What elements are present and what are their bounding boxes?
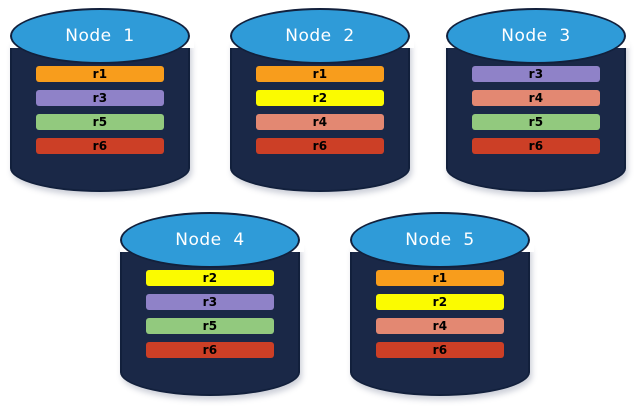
replica-label: r5 (92, 115, 108, 129)
node-lid-ellipse (350, 212, 530, 268)
replica-label: r6 (202, 343, 218, 357)
replica-bar-r3[interactable]: r3 (146, 294, 274, 310)
replica-bar-r2[interactable]: r2 (146, 270, 274, 286)
replica-bar-r3[interactable]: r3 (36, 90, 164, 106)
replica-bar-r5[interactable]: r5 (146, 318, 274, 334)
replica-bar-r6[interactable]: r6 (146, 342, 274, 358)
replica-label: r3 (528, 67, 544, 81)
replica-label: r6 (92, 139, 108, 153)
replica-bar-r5[interactable]: r5 (36, 114, 164, 130)
replica-bar-r4[interactable]: r4 (376, 318, 504, 334)
replica-bar-r1[interactable]: r1 (256, 66, 384, 82)
replica-label: r5 (202, 319, 218, 333)
replica-list: r1 r2 r4 r6 (256, 66, 384, 154)
replica-label: r1 (92, 67, 108, 81)
replica-list: r1 r2 r4 r6 (376, 270, 504, 358)
replica-label: r4 (528, 91, 544, 105)
replica-label: r6 (528, 139, 544, 153)
node-lid-ellipse (446, 8, 626, 64)
node-lid-ellipse (10, 8, 190, 64)
replica-bar-r1[interactable]: r1 (36, 66, 164, 82)
replica-bar-r2[interactable]: r2 (256, 90, 384, 106)
replica-label: r5 (528, 115, 544, 129)
replica-bar-r4[interactable]: r4 (472, 90, 600, 106)
replica-label: r2 (312, 91, 328, 105)
replica-bar-r6[interactable]: r6 (36, 138, 164, 154)
replica-bar-r6[interactable]: r6 (376, 342, 504, 358)
replica-bar-r6[interactable]: r6 (472, 138, 600, 154)
replica-label: r2 (432, 295, 448, 309)
replica-label: r4 (312, 115, 328, 129)
replica-list: r2 r3 r5 r6 (146, 270, 274, 358)
replica-label: r3 (92, 91, 108, 105)
replica-label: r6 (432, 343, 448, 357)
replica-label: r6 (312, 139, 328, 153)
replica-list: r1 r3 r5 r6 (36, 66, 164, 154)
replica-bar-r1[interactable]: r1 (376, 270, 504, 286)
replica-bar-r6[interactable]: r6 (256, 138, 384, 154)
replica-label: r1 (312, 67, 328, 81)
replica-bar-r2[interactable]: r2 (376, 294, 504, 310)
replica-label: r4 (432, 319, 448, 333)
node-lid-ellipse (230, 8, 410, 64)
replica-label: r3 (202, 295, 218, 309)
node-lid-ellipse (120, 212, 300, 268)
replica-bar-r4[interactable]: r4 (256, 114, 384, 130)
replica-label: r2 (202, 271, 218, 285)
replica-bar-r5[interactable]: r5 (472, 114, 600, 130)
replica-list: r3 r4 r5 r6 (472, 66, 600, 154)
replica-bar-r3[interactable]: r3 (472, 66, 600, 82)
replica-label: r1 (432, 271, 448, 285)
